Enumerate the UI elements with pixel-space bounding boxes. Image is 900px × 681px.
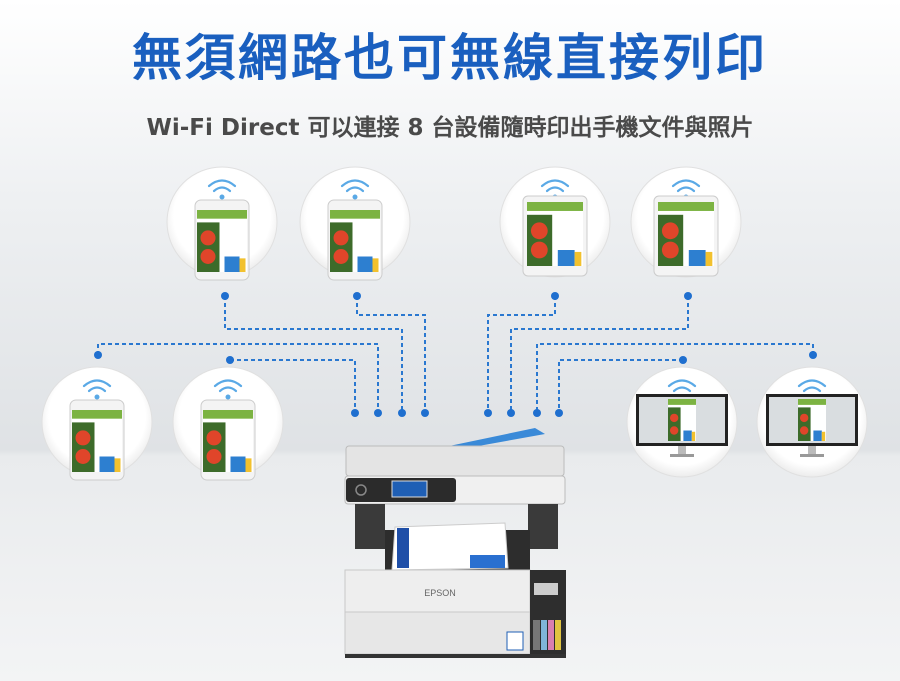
connection-dot	[94, 351, 102, 359]
connection-dot	[353, 292, 361, 300]
connection-dot	[351, 409, 359, 417]
connection-dot	[226, 356, 234, 364]
wifi-icon	[213, 379, 243, 400]
connection-dot	[484, 409, 492, 417]
connection-dot	[551, 292, 559, 300]
epson-logo: EPSON	[424, 588, 456, 598]
connection-lines	[97, 296, 814, 413]
wifi-icon	[207, 179, 237, 200]
device-phone	[41, 366, 153, 481]
device-monitor	[626, 366, 738, 478]
connection-dot	[809, 351, 817, 359]
device-phone	[166, 166, 278, 281]
device-phone	[172, 366, 284, 481]
page-title: 無須網路也可無線直接列印	[132, 29, 768, 87]
device-phone	[299, 166, 411, 281]
connection-dot	[533, 409, 541, 417]
wifi-icon	[340, 179, 370, 200]
connection-dot	[684, 292, 692, 300]
wifi-icon	[82, 379, 112, 400]
connection-dot	[507, 409, 515, 417]
device-tablet	[499, 166, 611, 278]
connection-dot	[421, 409, 429, 417]
connection-dot	[679, 356, 687, 364]
connection-dot	[221, 292, 229, 300]
connection-dot	[374, 409, 382, 417]
device-tablet	[630, 166, 742, 278]
page-subtitle: Wi-Fi Direct 可以連接 8 台設備隨時印出手機文件與照片	[146, 115, 754, 141]
connection-dot	[555, 409, 563, 417]
connection-dot	[398, 409, 406, 417]
device-monitor	[756, 366, 868, 478]
printer: EPSON	[344, 428, 566, 658]
